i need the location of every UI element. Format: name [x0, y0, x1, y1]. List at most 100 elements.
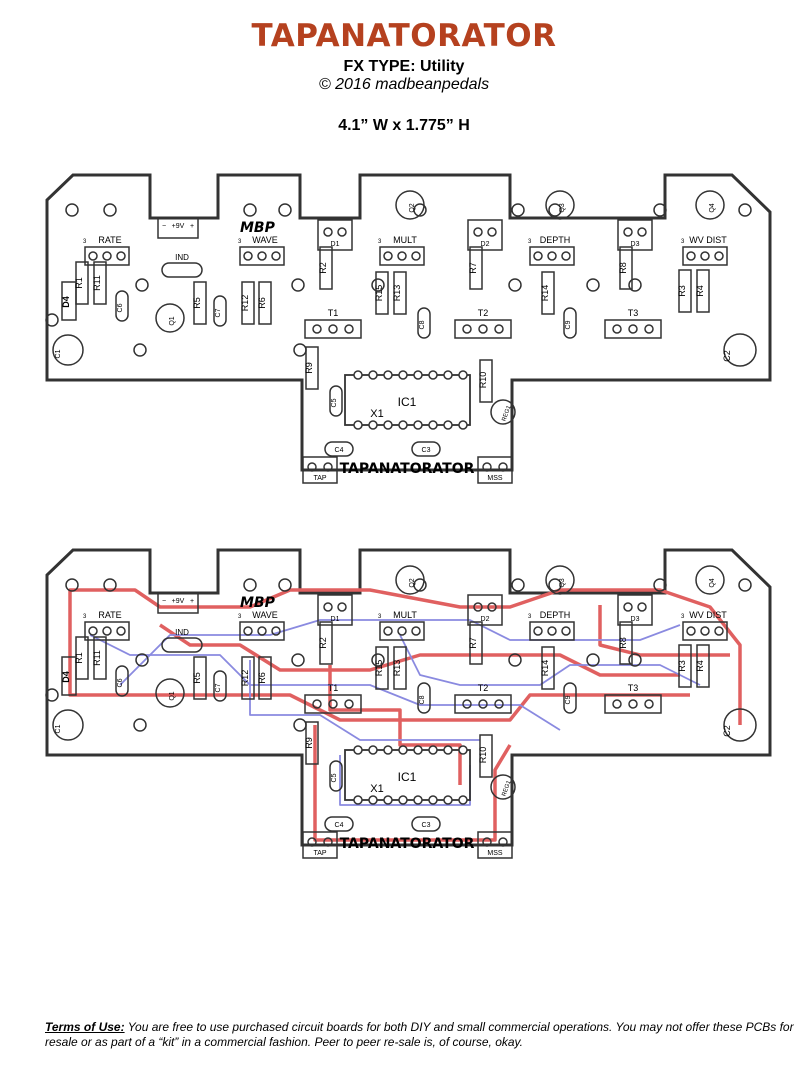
mounting-hole [65, 203, 79, 217]
pot-pad [686, 251, 696, 261]
mounting-hole [653, 203, 667, 217]
ic-pin [458, 370, 468, 380]
power-header [157, 217, 199, 239]
mounting-hole [243, 203, 257, 217]
capacitor-label: C6 [117, 303, 124, 312]
transistor-footprint [545, 190, 575, 220]
mounting-hole [738, 578, 752, 592]
capacitor-label: C2 [722, 725, 732, 737]
resistor-label: R6 [257, 297, 267, 309]
ic-pin [413, 795, 423, 805]
mounting-hole [133, 718, 147, 732]
tap-pad [307, 462, 317, 472]
resistor-label: R8 [618, 262, 628, 274]
diode-pad [337, 227, 347, 237]
ic-pin [413, 420, 423, 430]
diode-pad [473, 227, 483, 237]
trimmer-label: T2 [478, 308, 489, 318]
resistor-footprint [696, 269, 710, 313]
trimmer-label: T1 [328, 683, 339, 693]
pot-pad [561, 251, 571, 261]
diode-label: D1 [331, 616, 340, 623]
pot-pad [700, 626, 710, 636]
capacitor-footprint [329, 385, 343, 417]
pot-pin-label: 3 [83, 239, 87, 245]
trimmer-label: T2 [478, 683, 489, 693]
pot-pin-label: 3 [238, 614, 242, 620]
transistor-label: Q3 [559, 203, 566, 212]
resistor-label: R7 [468, 637, 478, 649]
pot-label: DEPTH [540, 610, 571, 620]
regulator-label: REG1 [501, 779, 512, 797]
pot-footprint [682, 246, 728, 266]
pot-pad [88, 626, 98, 636]
trimmer-pad [328, 699, 338, 709]
diode-label: D4 [61, 671, 71, 683]
pot-pad [700, 251, 710, 261]
ic-pin [398, 420, 408, 430]
trimmer-pad [612, 699, 622, 709]
ic-pin [383, 420, 393, 430]
transistor-label: Q2 [409, 203, 416, 212]
resistor-label: R10 [478, 372, 488, 389]
mounting-hole [508, 278, 522, 292]
pot-pad [533, 626, 543, 636]
resistor-footprint [319, 246, 333, 290]
resistor-footprint [619, 246, 633, 290]
power-label: +9V [172, 223, 185, 230]
capacitor-footprint [417, 682, 431, 714]
board-outline [45, 173, 772, 472]
power-minus: − [162, 598, 166, 605]
resistor-footprint [393, 646, 407, 690]
pot-footprint [84, 621, 130, 641]
capacitor-label: C3 [422, 447, 431, 454]
pot-footprint [529, 621, 575, 641]
capacitor-label: C9 [565, 320, 572, 329]
transistor-footprint [695, 565, 725, 595]
resistor-footprint [93, 261, 107, 305]
transistor-label: Q1 [169, 316, 176, 325]
mounting-hole [371, 653, 385, 667]
capacitor-label: C9 [565, 695, 572, 704]
pot-pad [411, 626, 421, 636]
resistor-footprint [375, 646, 389, 690]
mounting-hole [293, 343, 307, 357]
trimmer-pad [462, 699, 472, 709]
resistor-footprint [696, 644, 710, 688]
pot-pad [714, 626, 724, 636]
pot-footprint [239, 621, 285, 641]
ic-pin [443, 370, 453, 380]
diode-label: D4 [61, 296, 71, 308]
resistor-label: R6 [257, 672, 267, 684]
trimmer-footprint [604, 694, 662, 714]
resistor-label: R12 [240, 295, 250, 312]
trace-bottom-3 [399, 634, 701, 686]
ic-pin [353, 745, 363, 755]
diode-pad [623, 227, 633, 237]
diode-label: D1 [331, 241, 340, 248]
diode-footprint [317, 594, 353, 626]
ic-pin [353, 370, 363, 380]
mounting-hole [586, 653, 600, 667]
regulator-label: REG1 [501, 404, 512, 422]
transistor-label: Q4 [709, 578, 716, 587]
page-title: TAPANATORATOR [251, 18, 557, 54]
trimmer-pad [478, 324, 488, 334]
mounting-hole [135, 653, 149, 667]
pot-pad [411, 251, 421, 261]
trace-bottom-1 [119, 619, 681, 686]
trimmer-label: T3 [628, 683, 639, 693]
trace-top-0 [68, 588, 742, 725]
trimmer-footprint [304, 319, 362, 339]
capacitor-footprint [563, 682, 577, 714]
mounting-hole [65, 578, 79, 592]
trimmer-label: T3 [628, 308, 639, 318]
diode-pad [487, 227, 497, 237]
resistor-footprint [305, 721, 319, 765]
pot-pad [257, 251, 267, 261]
resistor-footprint [393, 271, 407, 315]
resistor-label: R5 [192, 672, 202, 684]
trimmer-pad [612, 324, 622, 334]
transistor-footprint [155, 678, 185, 708]
trimmer-pad [628, 699, 638, 709]
